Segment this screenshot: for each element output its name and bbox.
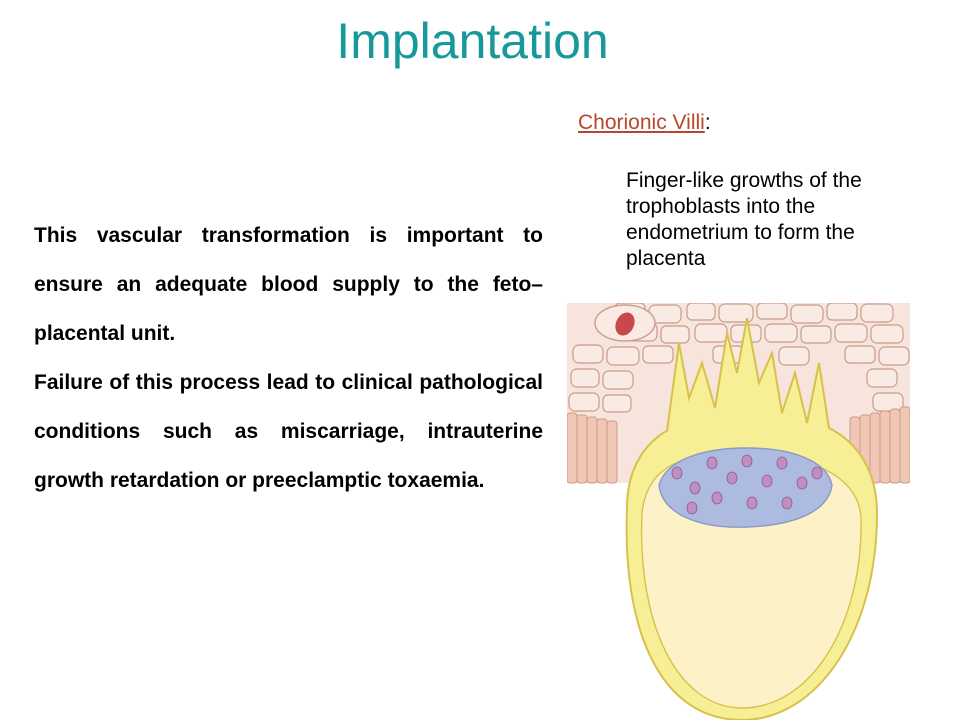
definition-separator: : (704, 111, 711, 134)
body-text: This vascular transformation is importan… (34, 211, 543, 505)
slide-title: Implantation (336, 13, 609, 69)
nuclei (671, 454, 823, 515)
chorionic-villi-link[interactable]: Chorionic Villi (578, 111, 705, 134)
implantation-illustration (567, 303, 910, 720)
body-paragraph: This vascular transformation is importan… (34, 224, 543, 345)
body-paragraph: Failure of this process lead to clinical… (34, 371, 543, 492)
definition-description: Finger-like growths of the trophoblasts … (626, 169, 862, 270)
definition-heading: Chorionic Villi: (578, 110, 711, 136)
stroma-cells (568, 303, 910, 413)
epithelium-left (567, 412, 618, 484)
red-blood-cell (615, 312, 635, 336)
